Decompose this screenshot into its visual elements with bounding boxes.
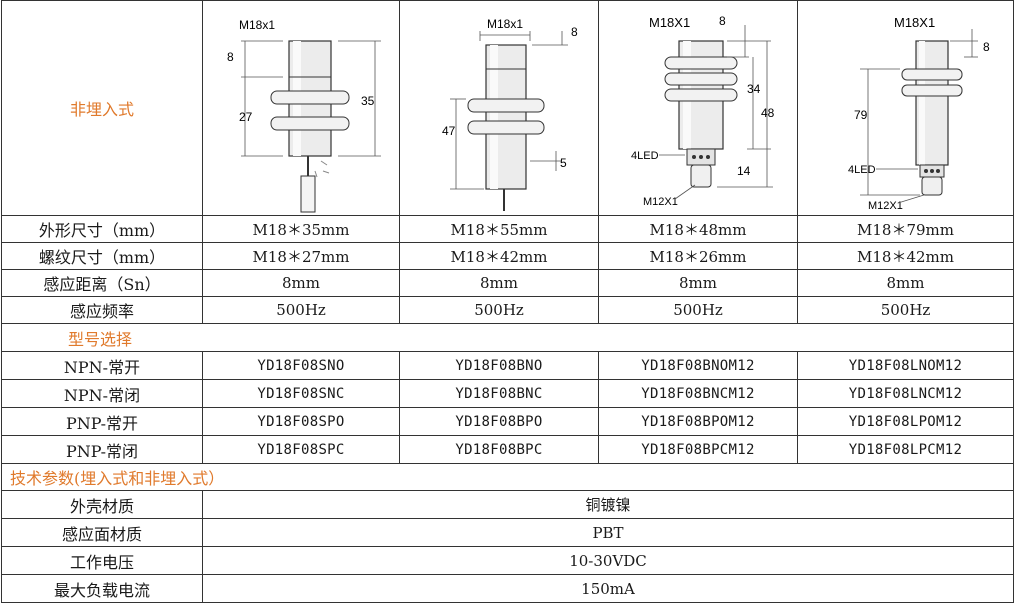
spec-cell: 8mm bbox=[598, 269, 798, 297]
sensor-3-diagram: M18X1 4LED M12X1 8 34 bbox=[631, 14, 775, 208]
tech-value: 150mA bbox=[202, 574, 1014, 603]
model-cell: YD18F08BPO bbox=[399, 407, 599, 436]
drawing-4-connector: M12X1 bbox=[868, 200, 903, 212]
model-cell: YD18F08SNO bbox=[202, 351, 400, 380]
spec-label: 螺纹尺寸（mm） bbox=[1, 242, 203, 270]
spec-cell: 8mm bbox=[399, 269, 599, 297]
sensor-1-diagram: M18x1 8 27 35 bbox=[227, 18, 381, 213]
tech-section-header: 技术参数(埋入式和非埋入式） bbox=[1, 463, 1014, 491]
drawing-1-dim-total: 35 bbox=[361, 94, 375, 108]
tech-label: 最大负载电流 bbox=[1, 574, 203, 603]
drawing-3-dim-top: 8 bbox=[719, 14, 726, 28]
spec-cell: M18＊55mm bbox=[399, 215, 599, 243]
drawing-1-dim-thread: 27 bbox=[239, 110, 253, 124]
model-section-header: 型号选择 bbox=[1, 323, 1014, 352]
spec-row-distance: 感应距离（Sn） 8mm 8mm 8mm 8mm bbox=[1, 269, 1014, 297]
model-cell: YD18F08BNO bbox=[399, 351, 599, 380]
spec-label: 外形尺寸（mm） bbox=[1, 215, 203, 243]
tech-value: PBT bbox=[202, 518, 1014, 547]
spec-cell: M18＊26mm bbox=[598, 242, 798, 270]
drawing-4-model: M18X1 bbox=[894, 15, 935, 30]
spec-row-thread: 螺纹尺寸（mm） M18＊27mm M18＊42mm M18＊26mm M18＊… bbox=[1, 242, 1014, 270]
spec-cell: 500Hz bbox=[399, 296, 599, 324]
tech-value: 铜镀镍 bbox=[202, 490, 1014, 519]
drawing-2-dim-cable: 5 bbox=[560, 156, 567, 170]
drawing-3-led: 4LED bbox=[631, 150, 659, 162]
drawing-3-dim-connector: 14 bbox=[737, 164, 751, 178]
spec-cell: 500Hz bbox=[598, 296, 798, 324]
sensor-2-diagram: M18x1 47 8 5 bbox=[442, 17, 578, 211]
drawing-3-dim-total: 48 bbox=[761, 106, 775, 120]
drawing-1-model: M18x1 bbox=[239, 18, 275, 32]
tech-row-face: 感应面材质 PBT bbox=[1, 518, 1014, 547]
sensor-drawing-3: M18X1 4LED M12X1 8 34 bbox=[598, 0, 798, 216]
tech-label: 感应面材质 bbox=[1, 518, 203, 547]
spec-label: 感应频率 bbox=[1, 296, 203, 324]
tech-section-title: 技术参数(埋入式和非埋入式） bbox=[1, 463, 1014, 491]
tech-row-current: 最大负载电流 150mA bbox=[1, 574, 1014, 603]
model-cell: YD18F08BNC bbox=[399, 379, 599, 408]
non-flush-label: 非埋入式 bbox=[1, 0, 203, 216]
spec-label: 感应距离（Sn） bbox=[1, 269, 203, 297]
drawing-2-model: M18x1 bbox=[487, 17, 523, 31]
drawing-3-connector: M12X1 bbox=[643, 196, 678, 208]
model-label: PNP-常闭 bbox=[1, 435, 203, 464]
sensor-drawing-1: M18x1 8 27 35 bbox=[202, 0, 400, 216]
spec-row-frequency: 感应频率 500Hz 500Hz 500Hz 500Hz bbox=[1, 296, 1014, 324]
tech-label: 外壳材质 bbox=[1, 490, 203, 519]
model-label: NPN-常开 bbox=[1, 351, 203, 380]
model-cell: YD18F08LPOM12 bbox=[797, 407, 1014, 436]
model-cell: YD18F08LNCM12 bbox=[797, 379, 1014, 408]
drawing-4-dim-total: 79 bbox=[854, 108, 868, 122]
model-cell: YD18F08SPC bbox=[202, 435, 400, 464]
model-cell: YD18F08BPOM12 bbox=[598, 407, 798, 436]
model-cell: YD18F08SNC bbox=[202, 379, 400, 408]
model-row-npn-no: NPN-常开 YD18F08SNO YD18F08BNO YD18F08BNOM… bbox=[1, 351, 1014, 380]
drawing-row: 非埋入式 M18x1 8 27 bbox=[1, 0, 1014, 216]
drawing-2-dim-thread: 47 bbox=[442, 124, 456, 138]
model-cell: YD18F08BNOM12 bbox=[598, 351, 798, 380]
tech-label: 工作电压 bbox=[1, 546, 203, 575]
drawing-2-dim-top: 8 bbox=[571, 25, 578, 39]
drawing-3-model: M18X1 bbox=[649, 15, 690, 30]
spec-cell: 8mm bbox=[202, 269, 400, 297]
drawing-4-dim-top: 8 bbox=[983, 40, 990, 54]
model-label: PNP-常开 bbox=[1, 407, 203, 436]
model-cell: YD18F08BNCM12 bbox=[598, 379, 798, 408]
model-cell: YD18F08LPCM12 bbox=[797, 435, 1014, 464]
tech-row-voltage: 工作电压 10-30VDC bbox=[1, 546, 1014, 575]
spec-cell: 500Hz bbox=[797, 296, 1014, 324]
tech-row-housing: 外壳材质 铜镀镍 bbox=[1, 490, 1014, 519]
model-row-npn-nc: NPN-常闭 YD18F08SNC YD18F08BNC YD18F08BNCM… bbox=[1, 379, 1014, 408]
model-cell: YD18F08SPO bbox=[202, 407, 400, 436]
model-label: NPN-常闭 bbox=[1, 379, 203, 408]
spec-row-outline: 外形尺寸（mm） M18＊35mm M18＊55mm M18＊48mm M18＊… bbox=[1, 215, 1014, 243]
model-cell: YD18F08BPCM12 bbox=[598, 435, 798, 464]
drawing-1-dim-top: 8 bbox=[227, 50, 234, 64]
spec-cell: M18＊42mm bbox=[399, 242, 599, 270]
spec-cell: M18＊35mm bbox=[202, 215, 400, 243]
spec-cell: 500Hz bbox=[202, 296, 400, 324]
drawing-3-dim-thread: 34 bbox=[747, 82, 761, 96]
spec-cell: M18＊79mm bbox=[797, 215, 1014, 243]
sensor-drawing-4: M18X1 4LED M12X1 79 8 bbox=[797, 0, 1014, 216]
drawing-4-led: 4LED bbox=[848, 164, 876, 176]
model-row-pnp-no: PNP-常开 YD18F08SPO YD18F08BPO YD18F08BPOM… bbox=[1, 407, 1014, 436]
model-section-title: 型号选择 bbox=[1, 323, 1014, 352]
spec-cell: M18＊27mm bbox=[202, 242, 400, 270]
model-cell: YD18F08BPC bbox=[399, 435, 599, 464]
sensor-drawing-2: M18x1 47 8 5 bbox=[399, 0, 599, 216]
sensor-4-diagram: M18X1 4LED M12X1 79 8 bbox=[848, 15, 990, 212]
tech-value: 10-30VDC bbox=[202, 546, 1014, 575]
spec-cell: M18＊48mm bbox=[598, 215, 798, 243]
model-row-pnp-nc: PNP-常闭 YD18F08SPC YD18F08BPC YD18F08BPCM… bbox=[1, 435, 1014, 464]
model-cell: YD18F08LNOM12 bbox=[797, 351, 1014, 380]
spec-cell: M18＊42mm bbox=[797, 242, 1014, 270]
spec-cell: 8mm bbox=[797, 269, 1014, 297]
